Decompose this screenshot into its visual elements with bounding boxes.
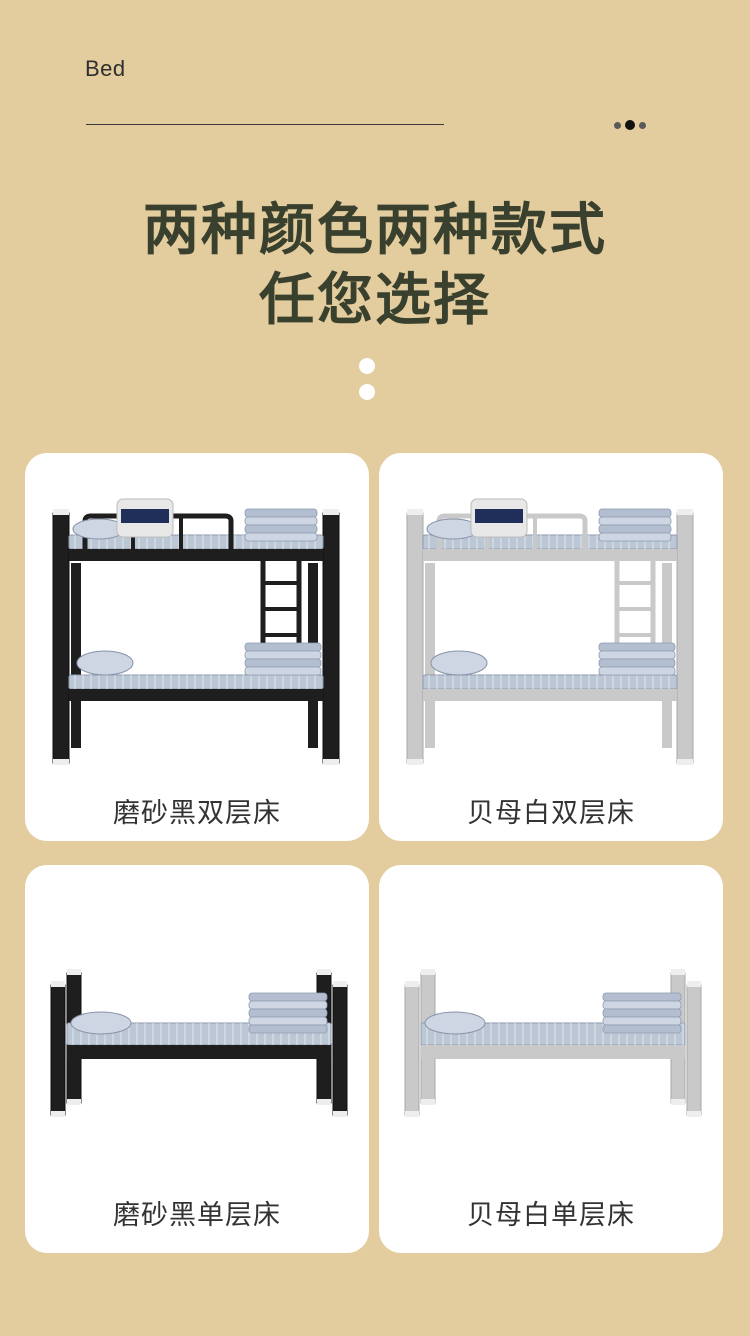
decorative-dots (359, 358, 375, 410)
carousel-pager[interactable] (614, 118, 646, 132)
pager-dot-2[interactable] (625, 120, 635, 130)
pager-dot-1[interactable] (614, 121, 621, 129)
pager-dot-3[interactable] (639, 121, 646, 129)
single-bed-white-illustration (404, 969, 702, 1117)
decor-dot-1 (359, 358, 375, 374)
headline-line-1: 两种颜色两种款式 (143, 198, 607, 263)
product-card-black-single[interactable]: 磨砂黑单层床 (25, 865, 369, 1253)
headline: 两种颜色两种款式 任您选择 (0, 196, 750, 336)
product-card-black-bunk[interactable]: 磨砂黑双层床 (25, 453, 369, 841)
single-bed-black-illustration (50, 969, 348, 1117)
bunk-bed-black-illustration (52, 498, 340, 765)
product-label: 贝母白单层床 (467, 1200, 635, 1231)
bunk-bed-white-illustration (406, 498, 694, 765)
single-bed-white-image (404, 969, 702, 1117)
headline-line-2: 任您选择 (259, 268, 491, 333)
single-bed-black-image (50, 969, 348, 1117)
product-label: 磨砂黑双层床 (113, 798, 281, 829)
product-label: 磨砂黑单层床 (113, 1200, 281, 1231)
header-divider (86, 124, 444, 125)
brand-label: Bed (85, 56, 126, 81)
bunk-bed-black-image (52, 498, 340, 765)
bunk-bed-white-image (406, 498, 694, 765)
product-card-white-bunk[interactable]: 贝母白双层床 (379, 453, 723, 841)
product-card-white-single[interactable]: 贝母白单层床 (379, 865, 723, 1253)
decor-dot-2 (359, 384, 375, 400)
product-label: 贝母白双层床 (467, 798, 635, 829)
